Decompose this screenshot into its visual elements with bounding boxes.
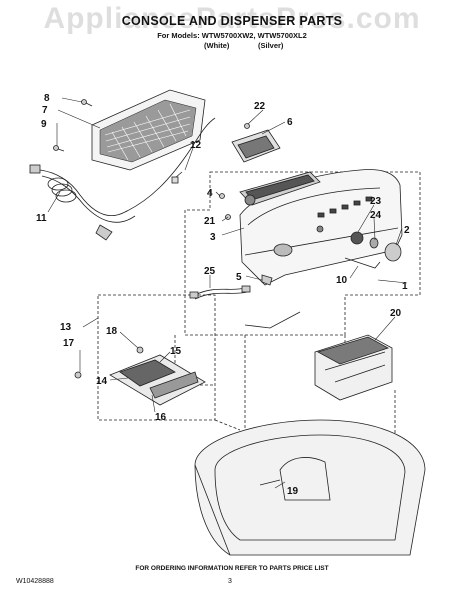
knob-assembly — [350, 231, 402, 262]
callout-10: 10 — [336, 275, 348, 286]
clip — [261, 274, 273, 286]
screws — [53, 99, 250, 220]
callout-13: 13 — [60, 322, 72, 333]
ordering-note: FOR ORDERING INFORMATION REFER TO PARTS … — [135, 565, 329, 572]
callout-9: 9 — [41, 119, 47, 130]
callout-2: 2 — [404, 225, 410, 236]
actuator-rod — [244, 311, 301, 329]
models-line: For Models: WTW5700XW2, WTW5700XL2 — [157, 31, 307, 40]
callout-24: 24 — [370, 210, 382, 221]
callout-20: 20 — [390, 308, 402, 319]
page-number: 3 — [228, 578, 232, 585]
page-title: CONSOLE AND DISPENSER PARTS — [121, 14, 343, 28]
lower-control-assembly — [74, 346, 206, 406]
callout-18: 18 — [106, 326, 118, 337]
callout-4: 4 — [207, 188, 213, 199]
callout-numbers: 1 2 3 4 5 6 7 8 9 10 11 12 13 14 15 16 1… — [36, 93, 410, 497]
callout-15: 15 — [170, 346, 182, 357]
callout-22: 22 — [254, 101, 266, 112]
cabinet-top — [194, 419, 426, 556]
callout-1: 1 — [402, 281, 408, 292]
color-white-label: (White) — [204, 41, 230, 50]
callout-5: 5 — [236, 272, 242, 283]
callout-23: 23 — [370, 196, 382, 207]
dispenser — [314, 334, 393, 401]
console — [239, 169, 403, 286]
callout-12: 12 — [190, 140, 202, 151]
wire-harness — [29, 117, 216, 241]
callout-14: 14 — [96, 376, 108, 387]
callout-6: 6 — [287, 117, 293, 128]
callout-19: 19 — [287, 486, 299, 497]
callout-16: 16 — [155, 412, 167, 423]
callout-21: 21 — [204, 216, 216, 227]
callout-7: 7 — [42, 105, 48, 116]
callout-3: 3 — [210, 232, 216, 243]
callout-8: 8 — [44, 93, 50, 104]
document-number: W10428888 — [16, 578, 54, 585]
hinge-rod — [344, 257, 381, 269]
console-back-panel — [91, 89, 206, 171]
callout-17: 17 — [63, 338, 75, 349]
user-interface-board — [231, 129, 281, 163]
leader-lines — [47, 97, 408, 489]
color-silver-label: (Silver) — [258, 41, 284, 50]
small-harness — [189, 285, 251, 300]
callout-11: 11 — [36, 213, 47, 224]
callout-25: 25 — [204, 266, 216, 277]
